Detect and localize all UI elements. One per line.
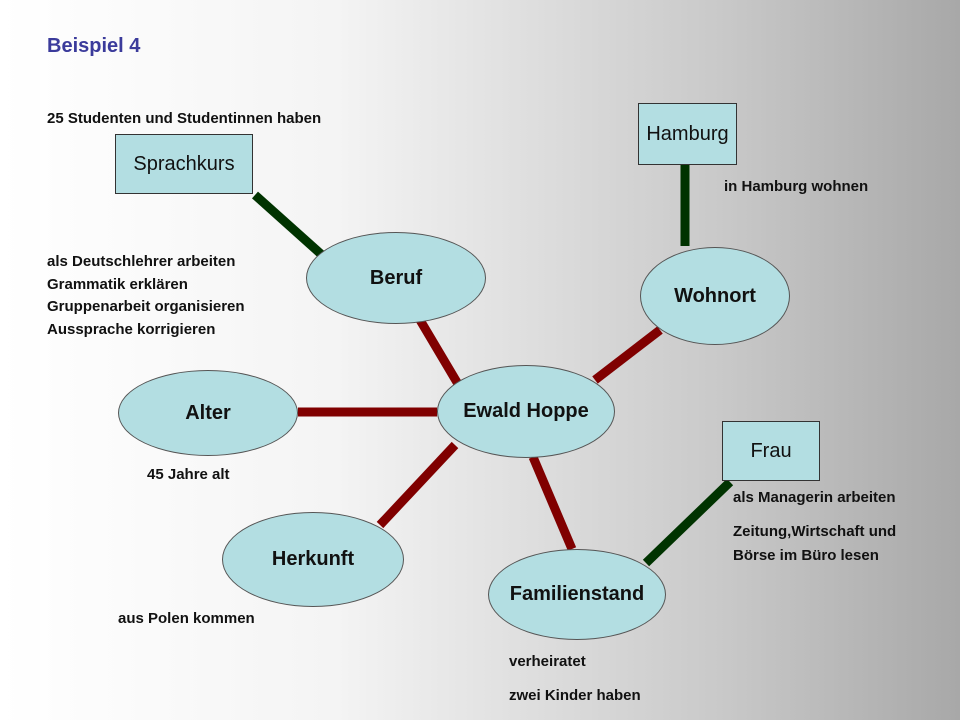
note-beruf-line: Gruppenarbeit organisieren bbox=[47, 298, 245, 315]
link-center-beruf bbox=[416, 317, 462, 387]
node-herkunft: Herkunft bbox=[222, 512, 404, 607]
page-title: Beispiel 4 bbox=[47, 35, 141, 57]
link-familienstand-frau bbox=[642, 478, 734, 567]
note-beruf: als Deutschlehrer arbeiten Grammatik erk… bbox=[47, 251, 245, 341]
box-sprachkurs: Sprachkurs bbox=[115, 134, 253, 194]
link-center-wohnort bbox=[592, 326, 663, 384]
link-center-familienstand bbox=[528, 455, 577, 551]
note-hamburg: in Hamburg wohnen bbox=[724, 178, 869, 195]
link-center-herkunft bbox=[376, 441, 459, 529]
note-beruf-line: als Deutschlehrer arbeiten bbox=[47, 253, 236, 270]
note-frau: als Managerin arbeiten Zeitung,Wirtschaf… bbox=[733, 486, 896, 568]
box-hamburg: Hamburg bbox=[638, 103, 737, 165]
node-alter: Alter bbox=[118, 370, 298, 456]
note-frau-line: Zeitung,Wirtschaft und bbox=[733, 523, 897, 540]
node-wohnort: Wohnort bbox=[640, 247, 790, 345]
box-frau: Frau bbox=[722, 421, 820, 481]
note-herkunft: aus Polen kommen bbox=[118, 610, 255, 627]
note-frau-line: Börse im Büro lesen bbox=[733, 547, 879, 564]
node-familienstand: Familienstand bbox=[488, 549, 666, 640]
link-beruf-sprachkurs bbox=[251, 191, 326, 259]
node-beruf: Beruf bbox=[306, 232, 486, 324]
node-ewald-hoppe: Ewald Hoppe bbox=[437, 365, 615, 458]
note-beruf-line: Grammatik erklären bbox=[47, 275, 188, 293]
note-familienstand: verheiratet zwei Kinder haben bbox=[509, 645, 641, 713]
note-frau-line: als Managerin arbeiten bbox=[733, 489, 896, 506]
note-sprachkurs: 25 Studenten und Studentinnen haben bbox=[47, 110, 322, 127]
note-beruf-line: Aussprache korrigieren bbox=[47, 320, 216, 338]
note-familienstand-line: verheiratet bbox=[509, 653, 586, 670]
note-alter: 45 Jahre alt bbox=[147, 466, 230, 483]
note-familienstand-line: zwei Kinder haben bbox=[509, 687, 641, 704]
